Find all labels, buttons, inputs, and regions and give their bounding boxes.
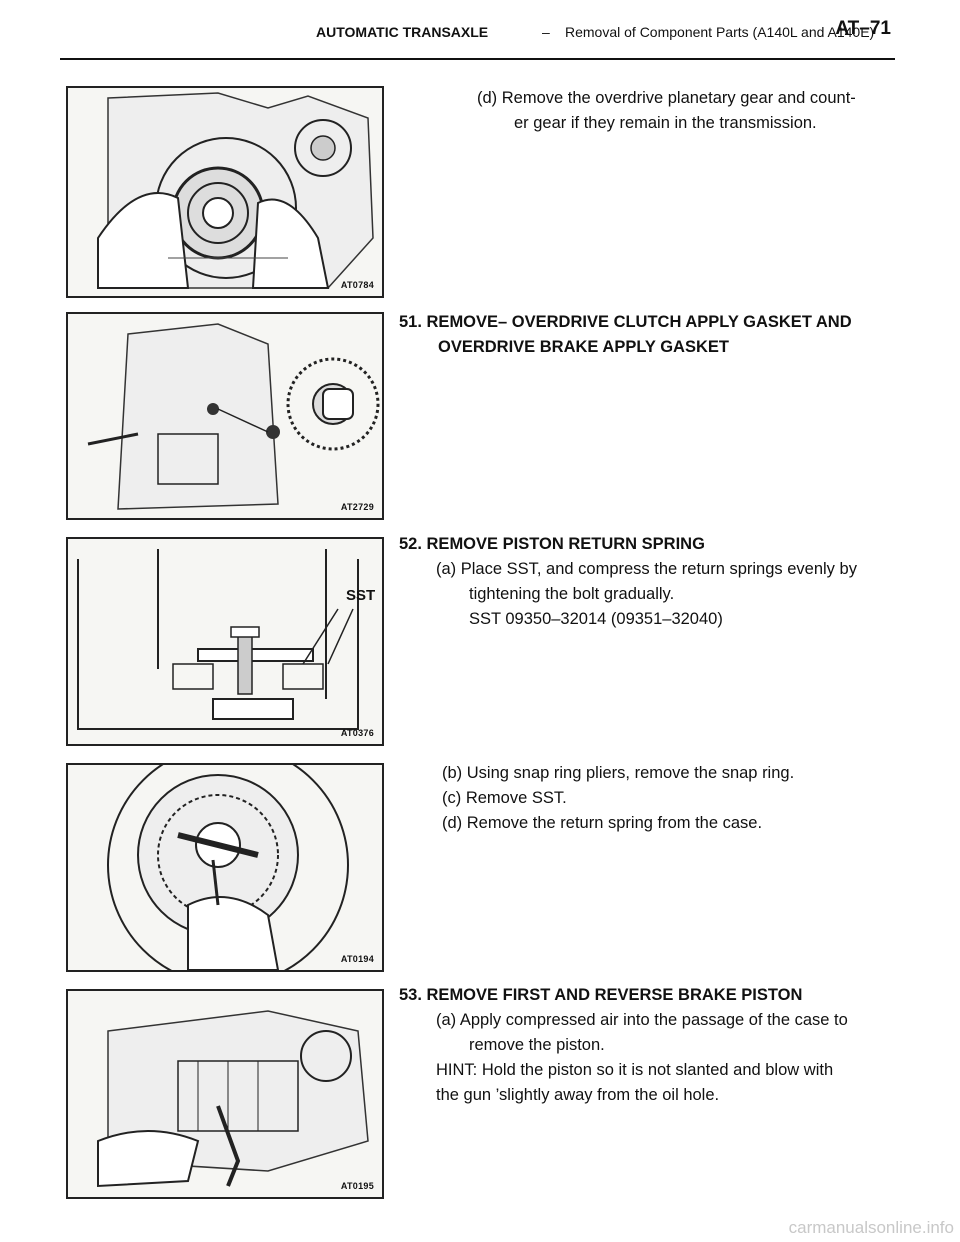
step-d: (d) Remove the return spring from the ca… — [442, 814, 763, 832]
step-52a-sst: SST 09350–32014 (09351–32040) — [469, 610, 723, 628]
figure-code: AT0784 — [340, 280, 374, 290]
figure-code: AT0194 — [340, 954, 374, 964]
figure-snap-ring: AT0194 — [66, 763, 384, 972]
figure-apply-gasket-illustration — [87, 323, 380, 510]
figure-brake-piston-illustration — [97, 1010, 369, 1188]
step-51: 51. REMOVE– OVERDRIVE CLUTCH APPLY GASKE… — [399, 310, 852, 360]
step-52a-line1: (a) Place SST, and compress the return s… — [436, 560, 857, 578]
step-52-title: 52. REMOVE PISTON RETURN SPRING — [399, 535, 705, 553]
watermark: carmanualsonline.info — [788, 1218, 954, 1237]
figure-sst-compress-illustration — [77, 549, 359, 730]
step-53-title: 53. REMOVE FIRST AND REVERSE BRAKE PISTO… — [399, 986, 803, 1004]
page-number: AT–71 — [835, 18, 891, 39]
step-d-line2: er gear if they remain in the transmissi… — [514, 114, 817, 132]
figure-code: AT2729 — [340, 502, 374, 512]
header-rule — [60, 58, 895, 60]
block-remove-planetary: (d) Remove the overdrive planetary gear … — [477, 86, 856, 136]
step-52: 52. REMOVE PISTON RETURN SPRING (a) Plac… — [399, 532, 857, 632]
step-d-line1: (d) Remove the overdrive planetary gear … — [477, 89, 856, 107]
step-53a-line2: remove the piston. — [469, 1036, 605, 1054]
step-53a-line1: (a) Apply compressed air into the passag… — [436, 1011, 848, 1029]
figure-planetary-gear: AT0784 — [66, 86, 384, 298]
block-snap-ring: (b) Using snap ring pliers, remove the s… — [442, 761, 794, 836]
figure-code: AT0195 — [340, 1181, 374, 1191]
step-51-title-line2: OVERDRIVE BRAKE APPLY GASKET — [438, 338, 729, 356]
figure-apply-gasket: AT2729 — [66, 312, 384, 520]
step-53: 53. REMOVE FIRST AND REVERSE BRAKE PISTO… — [399, 983, 848, 1108]
step-51-title-line1: 51. REMOVE– OVERDRIVE CLUTCH APPLY GASKE… — [399, 313, 852, 331]
step-c: (c) Remove SST. — [442, 789, 567, 807]
subsection-title: Removal of Component Parts (A140L and A1… — [565, 24, 875, 40]
figure-brake-piston: AT0195 — [66, 989, 384, 1199]
header-dash: – — [542, 24, 550, 40]
step-b: (b) Using snap ring pliers, remove the s… — [442, 764, 795, 782]
figure-snap-ring-illustration — [107, 765, 349, 970]
figure-planetary-gear-illustration — [97, 92, 374, 289]
sst-label: SST — [346, 587, 376, 604]
page-header: AUTOMATIC TRANSAXLE – Removal of Compone… — [60, 18, 895, 62]
figure-code: AT0376 — [340, 728, 374, 738]
figure-sst-compress: SST AT0376 — [66, 537, 384, 746]
hint-line2: the gun ’slightly away from the oil hole… — [436, 1086, 720, 1104]
step-52a-line2: tightening the bolt gradually. — [469, 585, 675, 603]
section-title: AUTOMATIC TRANSAXLE — [316, 24, 489, 40]
hint-line1: HINT: Hold the piston so it is not slant… — [436, 1061, 834, 1079]
